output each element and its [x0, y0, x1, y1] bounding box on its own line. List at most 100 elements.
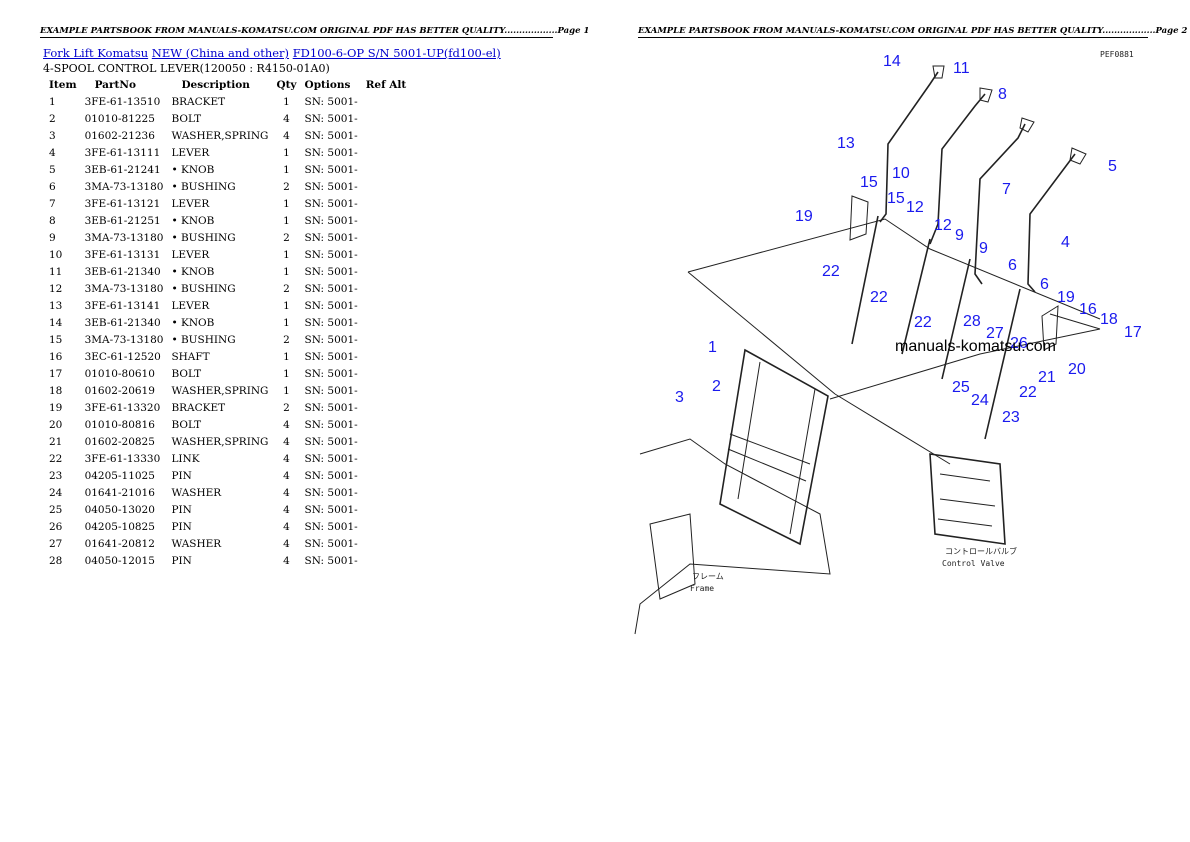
mount-plate-edge: [687, 271, 836, 395]
link-22d: [984, 288, 1021, 440]
cell-options: SN: 5001-: [304, 537, 358, 550]
cell-options: SN: 5001-: [304, 520, 358, 533]
cell-qty: 4: [283, 503, 290, 516]
cell-qty: 1: [283, 248, 290, 261]
callout-10: 10: [892, 165, 910, 182]
callout-16: 16: [1079, 301, 1097, 318]
cell-item: 24: [49, 486, 63, 499]
cell-qty: 2: [283, 333, 290, 346]
breadcrumb-link-model[interactable]: FD100-6-OP S/N 5001-UP(fd100-el): [292, 46, 501, 60]
cell-item: 4: [49, 146, 56, 159]
breadcrumb-link-fork-lift[interactable]: Fork Lift Komatsu: [43, 46, 149, 60]
cell-qty: 1: [283, 95, 290, 108]
callout-22c: 22: [914, 314, 932, 331]
cell-options: SN: 5001-: [304, 231, 358, 244]
cell-item: 20: [49, 418, 63, 431]
callout-23: 23: [1002, 409, 1020, 426]
cell-options: SN: 5001-: [304, 180, 358, 193]
cell-partno: 3MA-73-13180: [84, 282, 164, 295]
cell-description: LEVER: [171, 197, 210, 210]
cell-ref-alt: [362, 280, 411, 297]
cell-description: WASHER,SPRING: [171, 384, 269, 397]
col-partno: PartNo: [94, 79, 136, 91]
cell-qty: 1: [283, 350, 290, 363]
cell-qty: 1: [283, 316, 290, 329]
cell-ref-alt: [362, 467, 411, 484]
cell-options: SN: 5001-: [304, 282, 358, 295]
cell-options: SN: 5001-: [304, 452, 358, 465]
cell-partno: 3EB-61-21241: [84, 163, 161, 176]
cell-ref-alt: [362, 144, 411, 161]
cell-ref-alt: [362, 127, 411, 144]
cell-options: SN: 5001-: [304, 333, 358, 346]
col-qty: Qty: [276, 79, 297, 91]
cell-options: SN: 5001-: [304, 401, 358, 414]
cell-item: 22: [49, 452, 63, 465]
frame-label-jp: フレーム: [692, 572, 724, 581]
cell-qty: 2: [283, 180, 290, 193]
cell-qty: 1: [283, 384, 290, 397]
cell-ref-alt: [362, 535, 411, 552]
callout-12b: 12: [934, 217, 952, 234]
cell-ref-alt: [362, 297, 411, 314]
cell-options: SN: 5001-: [304, 163, 358, 176]
lever-11-10: [929, 87, 993, 245]
cell-qty: 1: [283, 214, 290, 227]
callout-20: 20: [1068, 361, 1086, 378]
cell-ref-alt: [362, 416, 411, 433]
cell-item: 21: [49, 435, 63, 448]
col-ref-alt: Ref Alt: [365, 79, 407, 91]
callout-6a: 6: [1008, 257, 1017, 274]
cell-item: 12: [49, 282, 63, 295]
cell-description: • KNOB: [171, 316, 215, 329]
cell-description: • KNOB: [171, 163, 215, 176]
cell-qty: 4: [283, 537, 290, 550]
cell-item: 27: [49, 537, 63, 550]
cell-partno: 01010-80816: [84, 418, 155, 431]
cell-qty: 1: [283, 197, 290, 210]
cell-ref-alt: [362, 348, 411, 365]
watermark: manuals-komatsu.com: [895, 338, 1056, 355]
callout-8: 8: [998, 86, 1007, 103]
cell-options: SN: 5001-: [304, 146, 358, 159]
bracket-19-right: [1041, 305, 1059, 351]
callout-22b: 22: [870, 289, 888, 306]
callout-2: 2: [712, 378, 721, 395]
cell-partno: 01641-21016: [84, 486, 155, 499]
cell-ref-alt: [362, 552, 411, 569]
col-options: Options: [304, 79, 351, 91]
breadcrumb-link-region[interactable]: NEW (China and other): [151, 46, 290, 60]
cell-qty: 4: [283, 452, 290, 465]
cell-partno: 04050-13020: [84, 503, 155, 516]
parts-diagram: PEF0881 コントロールバルブ Control Valve フレーム Fra…: [634, 50, 1142, 635]
cell-partno: 3MA-73-13180: [84, 333, 164, 346]
cell-qty: 4: [283, 112, 290, 125]
mount-plate-outline: [687, 218, 1101, 320]
cell-partno: 3MA-73-13180: [84, 180, 164, 193]
callout-28: 28: [963, 313, 981, 330]
bracket-19-left: [849, 195, 869, 241]
cell-qty: 2: [283, 282, 290, 295]
col-item: Item: [49, 79, 77, 91]
cell-item: 9: [49, 231, 56, 244]
cell-item: 16: [49, 350, 63, 363]
cell-description: • BUSHING: [171, 333, 236, 346]
cell-qty: 1: [283, 265, 290, 278]
cell-item: 15: [49, 333, 63, 346]
cell-description: BRACKET: [171, 401, 226, 414]
cell-partno: 3MA-73-13180: [84, 231, 164, 244]
cell-qty: 1: [283, 163, 290, 176]
callout-15a: 15: [860, 174, 878, 191]
cell-partno: 01602-20825: [84, 435, 155, 448]
callout-4: 4: [1061, 234, 1070, 251]
callout-5: 5: [1108, 158, 1117, 175]
cell-ref-alt: [362, 365, 411, 382]
